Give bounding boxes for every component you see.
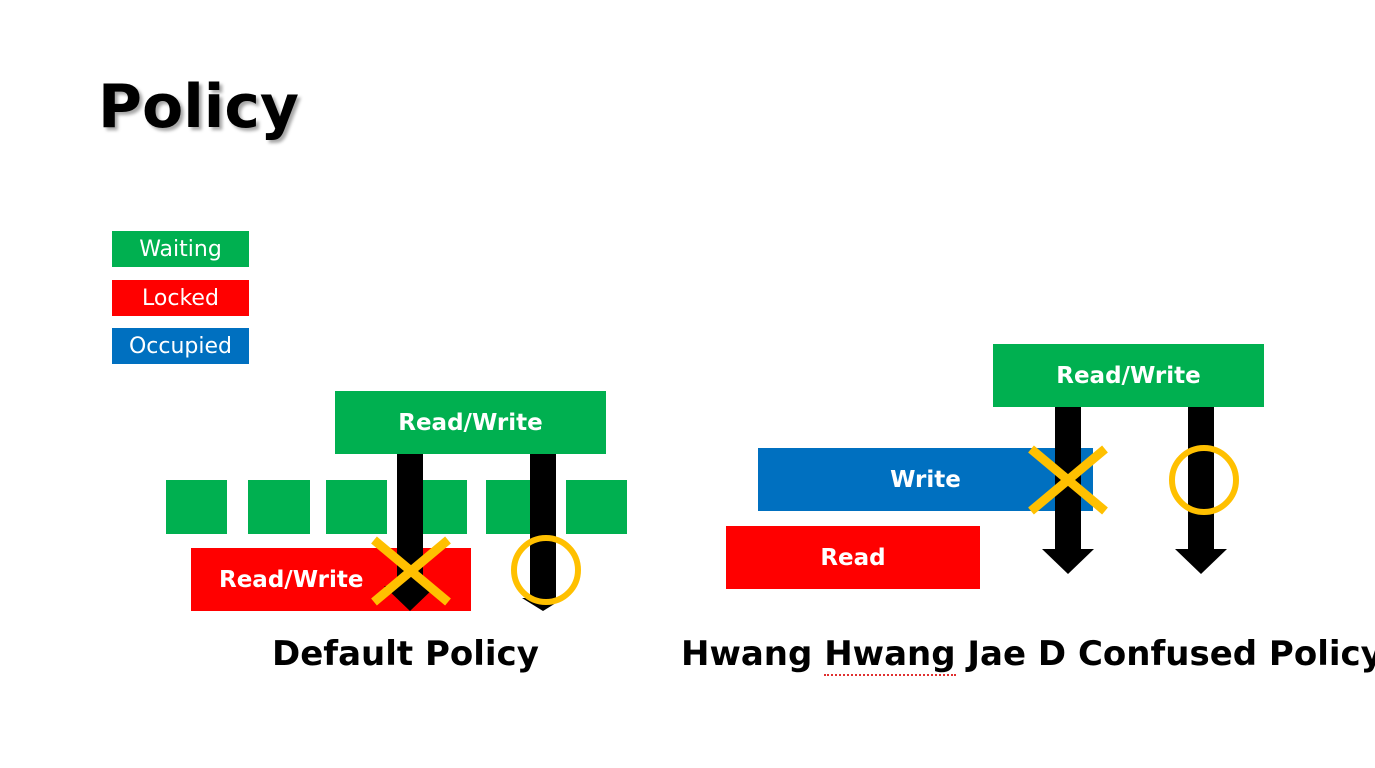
waiting-slot — [566, 480, 627, 534]
circle-mark-icon — [1169, 445, 1239, 515]
default-request-block: Read/Write — [335, 391, 606, 454]
legend-occupied: Occupied — [112, 328, 249, 364]
legend-locked: Locked — [112, 280, 249, 316]
waiting-slot — [248, 480, 310, 534]
occupied-write-block: Write — [758, 448, 1093, 511]
locked-read-block: Read — [726, 526, 980, 589]
default-policy-caption: Default Policy — [272, 634, 539, 674]
circle-mark-icon — [511, 535, 581, 605]
caption-part: Jae D Confused Policy — [955, 634, 1375, 674]
x-mark-icon — [1028, 445, 1108, 515]
confused-request-block: Read/Write — [993, 344, 1264, 407]
legend-waiting: Waiting — [112, 231, 249, 267]
x-mark-icon — [371, 536, 451, 606]
confused-policy-caption: Hwang Hwang Jae D Confused Policy — [681, 634, 1375, 676]
down-arrow-icon — [1175, 407, 1227, 574]
caption-part: Hwang — [681, 634, 825, 674]
waiting-slot — [166, 480, 227, 534]
caption-part-misspelled: Hwang — [824, 634, 956, 676]
page-title: Policy — [98, 72, 300, 142]
waiting-slot — [326, 480, 387, 534]
